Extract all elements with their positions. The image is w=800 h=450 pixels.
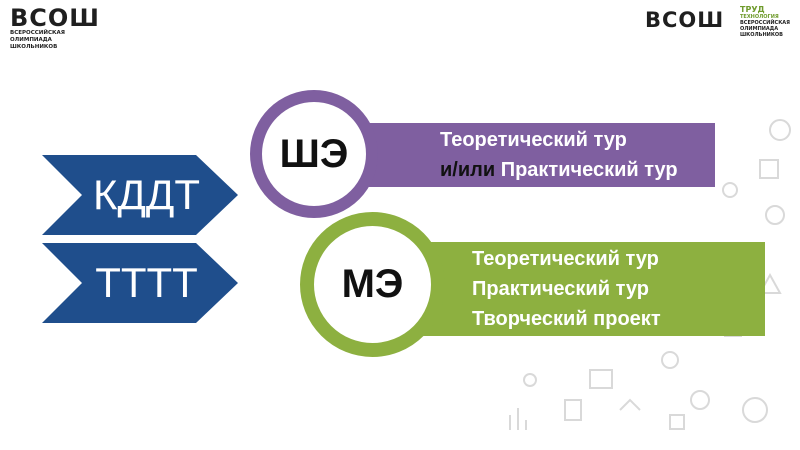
- profile-label: КДДТ: [92, 171, 200, 218]
- document-icon: [564, 399, 582, 421]
- profile-chevron-kddt: КДДТ: [38, 152, 243, 238]
- trud-title: ТРУД: [740, 5, 765, 14]
- stage-circle-label: МЭ: [341, 262, 404, 306]
- stage-line: Творческий проект: [472, 308, 661, 330]
- cube-icon: [669, 414, 685, 430]
- stage-bar-school: Теоретический тур и/или Практический тур: [330, 123, 715, 187]
- trud-subtitle-line: ВСЕРОССИЙСКАЯ: [740, 20, 790, 26]
- logo-subtitle-line: ШКОЛЬНИКОВ: [10, 44, 58, 50]
- globe-icon: [690, 390, 710, 410]
- atom-icon: [722, 182, 738, 198]
- logo-wordmark: ВСОШ: [645, 8, 725, 32]
- logo-wordmark: ВСОШ: [10, 4, 100, 32]
- vsosh-logo: ВСОШ ВСЕРОССИЙСКАЯ ОЛИМПИАДА ШКОЛЬНИКОВ: [10, 6, 100, 51]
- trud-subtitle-line: ШКОЛЬНИКОВ: [740, 32, 783, 38]
- calculator-icon: [759, 159, 779, 179]
- bar-graph-icon: [509, 408, 527, 430]
- stage-line: Теоретический тур: [440, 129, 627, 151]
- vsosh-logo-right: ВСОШ: [645, 8, 724, 32]
- chart-icon: [619, 398, 641, 411]
- stage-circle-municipal: МЭ: [300, 212, 445, 357]
- compass-icon: [523, 373, 537, 387]
- stage-bar-municipal: Теоретический тур Практический тур Творч…: [420, 242, 765, 336]
- stage-line: Практический тур: [472, 278, 649, 300]
- chevron-shape: [38, 240, 243, 326]
- chevron-shape: [38, 152, 243, 238]
- flask-icon: [758, 272, 782, 294]
- stage-circle-school: ШЭ: [250, 90, 378, 218]
- gear-icon: [765, 205, 785, 225]
- stage-circle-label: ШЭ: [279, 131, 349, 176]
- logo-subtitle-line: ВСЕРОССИЙСКАЯ: [10, 30, 65, 36]
- lightbulb-icon: [661, 351, 679, 369]
- atom-orbit-icon: [742, 397, 768, 423]
- profile-chevron-tttt: ТТТТ: [38, 240, 243, 326]
- stage-line: и/или Практический тур: [440, 159, 678, 181]
- monitor-icon: [589, 369, 613, 389]
- stage-line: Теоретический тур: [472, 248, 659, 270]
- trud-badge: ТРУД ТЕХНОЛОГИЯ ВСЕРОССИЙСКАЯ ОЛИМПИАДА …: [740, 5, 798, 39]
- trud-subtitle-line: ТЕХНОЛОГИЯ: [740, 14, 779, 20]
- logo-subtitle-line: ОЛИМПИАДА: [10, 37, 52, 43]
- profile-label: ТТТТ: [95, 259, 198, 306]
- trud-subtitle-line: ОЛИМПИАДА: [740, 26, 779, 32]
- pie-chart-icon: [769, 119, 791, 141]
